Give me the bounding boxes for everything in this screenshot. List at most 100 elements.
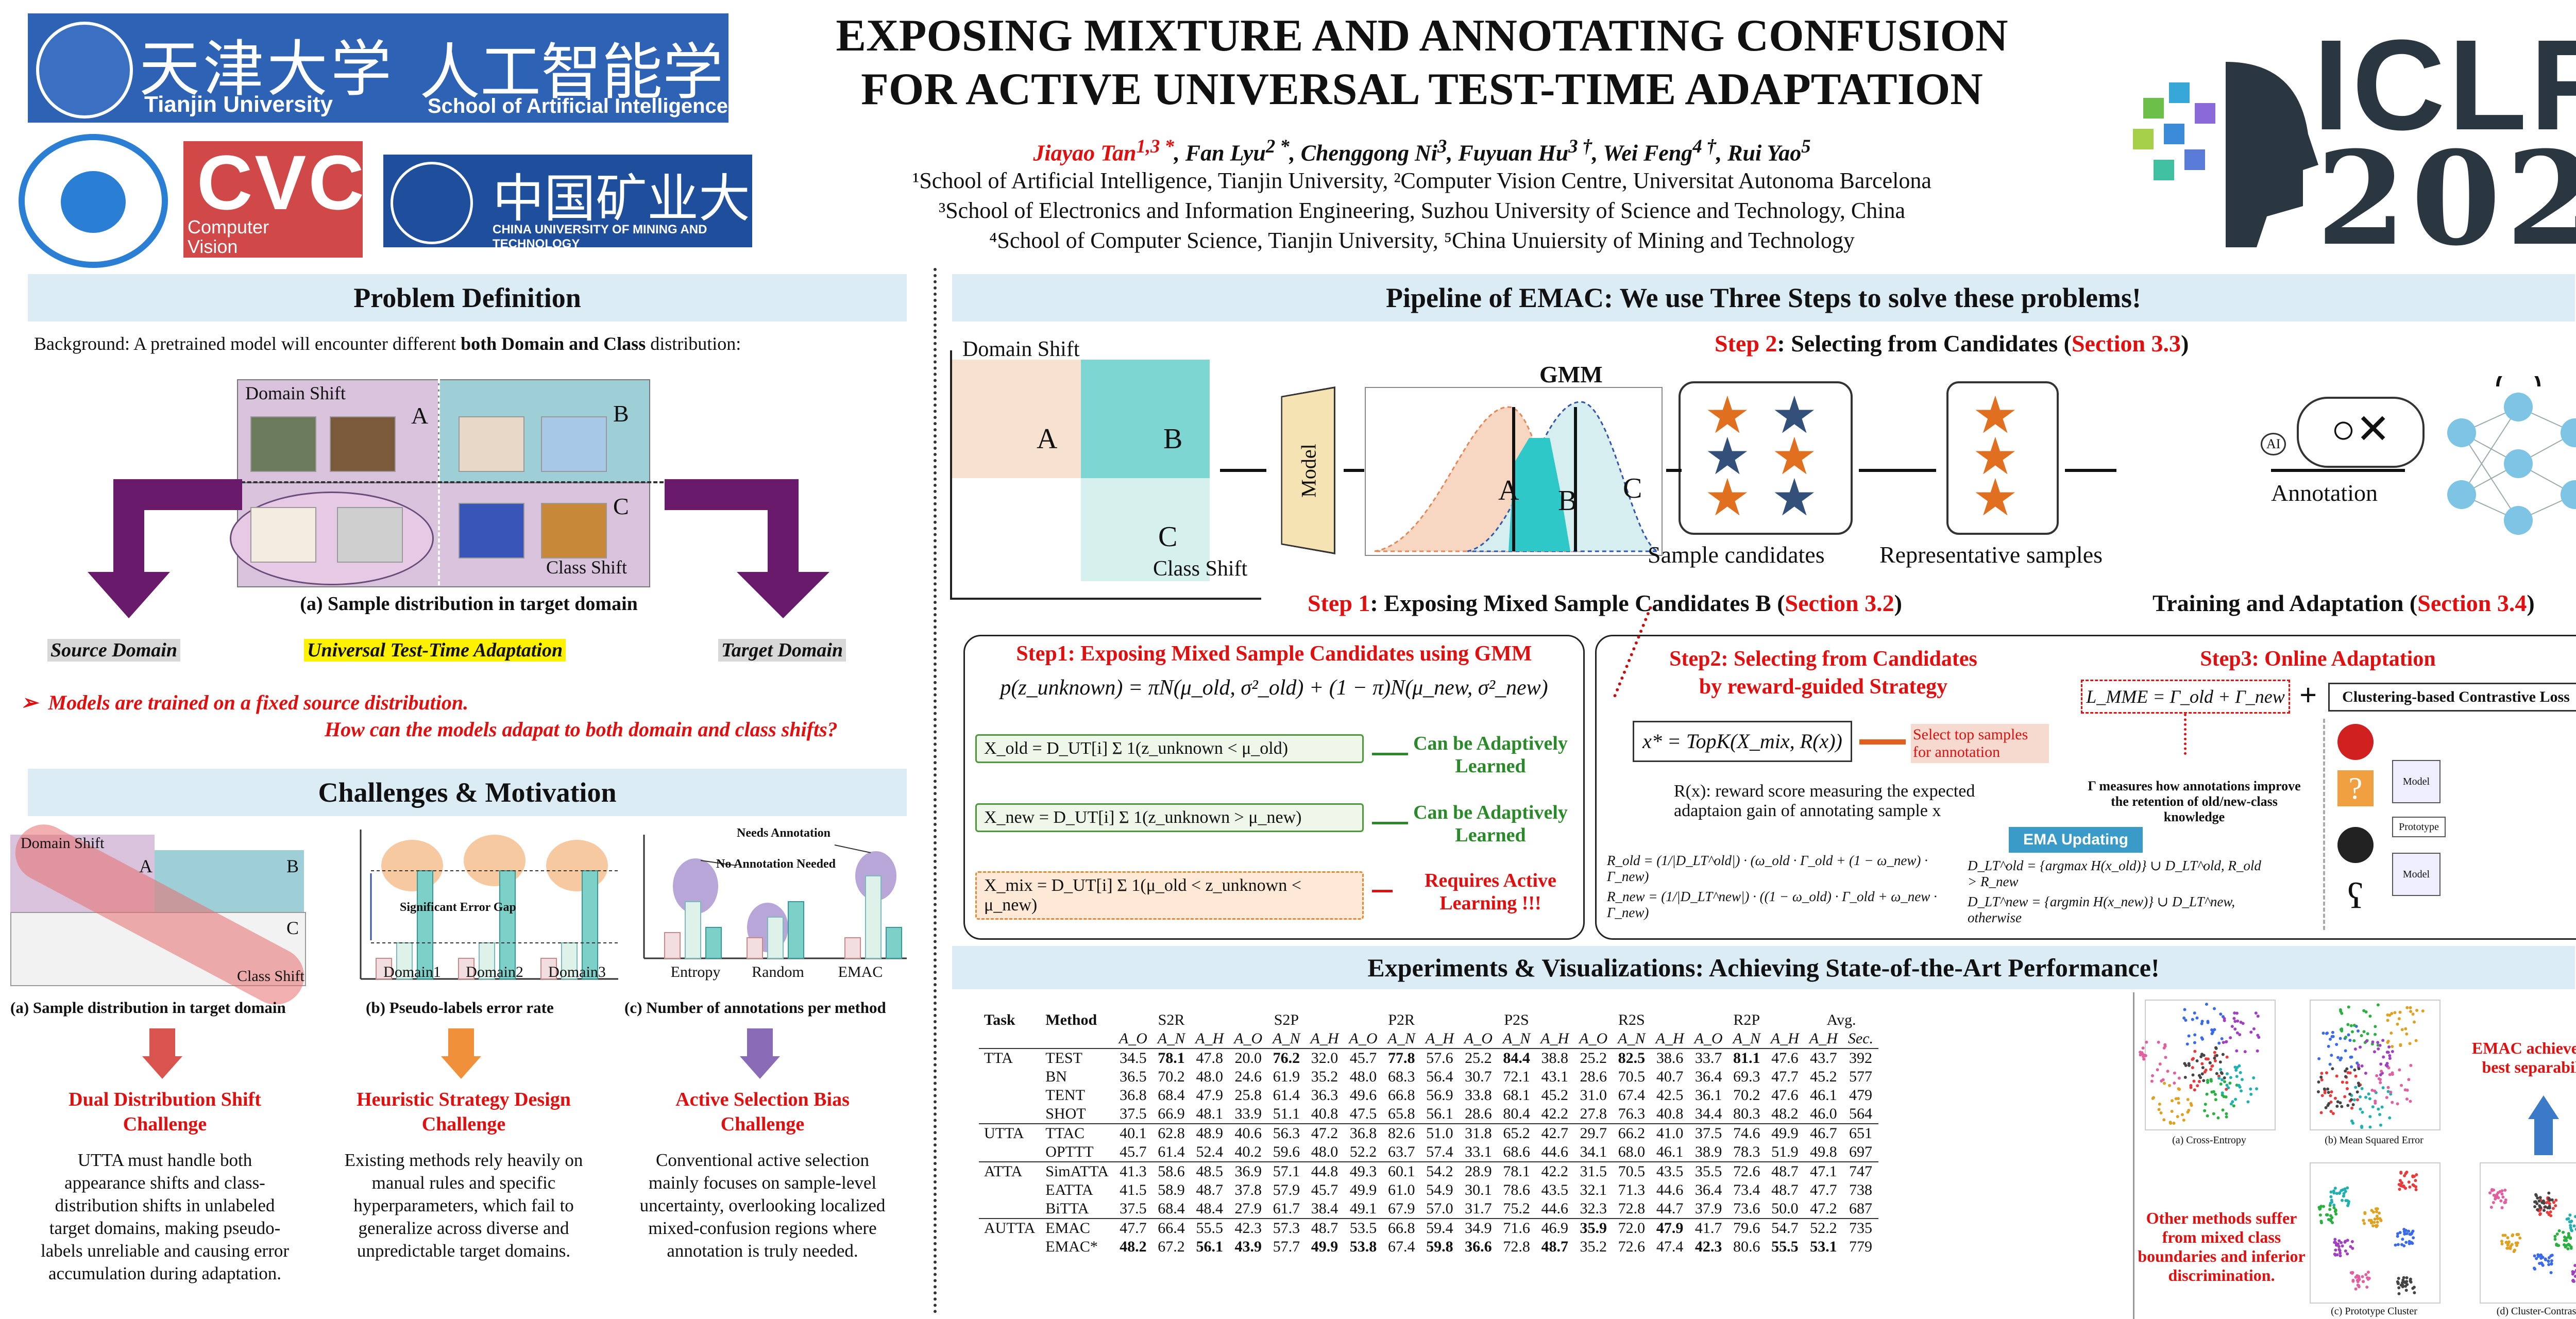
viz-point xyxy=(2193,1033,2197,1037)
viz-point xyxy=(2337,1245,2341,1248)
viz-point xyxy=(2151,1096,2155,1100)
viz-point xyxy=(2548,1205,2551,1208)
viz-point xyxy=(2550,1198,2554,1202)
table-cell: 42.2 xyxy=(1541,1105,1568,1122)
representative-stars: ★★★ xyxy=(1972,392,2019,526)
mini-label-b: B xyxy=(286,856,299,876)
viz-point xyxy=(2394,1243,2397,1247)
viz-point xyxy=(2189,1086,2193,1089)
viz-point xyxy=(2350,1098,2353,1102)
viz-point xyxy=(2336,1100,2340,1104)
viz-panel: (a) Cross-Entropy (b) Mean Squared Error… xyxy=(2133,992,2576,1319)
viz-point xyxy=(2555,1232,2559,1236)
viz-point xyxy=(2318,1207,2322,1210)
challenge-fig-a: Domain Shift Class Shift A B C xyxy=(5,814,314,1015)
viz-point xyxy=(2232,1104,2235,1108)
viz-point xyxy=(2347,1033,2350,1037)
viz-point xyxy=(2547,1260,2550,1263)
table-cell: 82.5 xyxy=(1613,1048,1651,1068)
annotation-bubble-icon: ○✕ xyxy=(2297,397,2425,468)
viz-point xyxy=(2379,1081,2382,1085)
table-cell: 49.6 xyxy=(1349,1087,1377,1104)
author-name: Wei Feng xyxy=(1603,140,1693,166)
tju-name-en: Tianjin University xyxy=(144,92,333,117)
viz-point xyxy=(2409,1010,2413,1013)
training-section: Section 3.4 xyxy=(2417,590,2527,616)
table-cell: 84.4 xyxy=(1497,1048,1536,1068)
table-cell: 38.6 xyxy=(1650,1048,1689,1068)
table-cell: 38.8 xyxy=(1535,1048,1574,1068)
table-cell: 66.2 xyxy=(1613,1123,1651,1143)
viz-point xyxy=(2187,1062,2191,1066)
table-cell-method: OPTTT xyxy=(1045,1143,1094,1160)
viz-point xyxy=(2397,1292,2401,1295)
viz-point xyxy=(2375,1225,2378,1228)
gmm-a: A xyxy=(1498,475,1519,506)
viz-point xyxy=(2240,1078,2244,1081)
viz-point xyxy=(2182,1016,2186,1020)
viz-point xyxy=(2378,1211,2381,1215)
table-cell: 35.2 xyxy=(1580,1238,1607,1255)
viz-point xyxy=(2401,1278,2405,1282)
fig-domain-shift: Domain Shift xyxy=(245,383,346,403)
viz-point xyxy=(2200,1022,2204,1025)
table-cell-task xyxy=(979,1181,1040,1199)
background-prefix: Background: A pretrained model will enco… xyxy=(34,333,461,354)
apple-red-icon xyxy=(2337,724,2374,760)
table-cell: 687 xyxy=(1849,1200,1872,1217)
viz-point xyxy=(2200,1062,2204,1066)
viz-point xyxy=(2364,1010,2368,1014)
svg-text:★: ★ xyxy=(1704,428,1751,485)
table-cell: 44.6 xyxy=(1541,1143,1568,1160)
viz-point xyxy=(2368,1014,2372,1018)
table-cell: 70.2 xyxy=(1733,1087,1760,1104)
viz-point xyxy=(2547,1197,2551,1200)
viz-point xyxy=(2386,1090,2390,1093)
viz-point xyxy=(2345,1067,2349,1071)
challenge-arrow-icon xyxy=(747,1028,773,1057)
pipe-label-a: A xyxy=(1037,423,1058,455)
viz-point xyxy=(2329,1094,2332,1097)
table-cell: 697 xyxy=(1849,1143,1872,1160)
viz-point xyxy=(2374,1207,2378,1211)
viz-point xyxy=(2205,1092,2209,1096)
viz-point xyxy=(2187,1034,2191,1038)
viz-point xyxy=(2338,1249,2342,1253)
author-name: Chenggong Ni xyxy=(1300,140,1437,166)
viz-point xyxy=(2320,1094,2324,1097)
viz-point xyxy=(2338,1008,2342,1011)
table-cell: 30.1 xyxy=(1465,1181,1492,1198)
table-cell: 40.7 xyxy=(1656,1068,1684,1085)
viz-point xyxy=(2548,1202,2551,1206)
table-cell: 36.4 xyxy=(1694,1181,1722,1198)
viz-point xyxy=(2334,1248,2337,1252)
s1-title: Step1: Exposing Mixed Sample Candidates … xyxy=(1016,642,1532,666)
viz-point xyxy=(2538,1196,2542,1199)
viz-point xyxy=(2185,1042,2189,1046)
viz-point xyxy=(2350,1272,2354,1275)
viz-point xyxy=(2371,1040,2375,1044)
viz-point xyxy=(2397,1182,2401,1186)
table-cell: 47.7 xyxy=(1113,1218,1153,1238)
table-cell: 72.6 xyxy=(1727,1161,1766,1181)
viz-point xyxy=(2218,1060,2222,1064)
table-cell: 44.6 xyxy=(1541,1200,1568,1217)
viz-point xyxy=(2223,1076,2226,1080)
gmm-plot xyxy=(1365,387,1663,556)
challenge-text: Conventional active selection mainly foc… xyxy=(639,1150,886,1261)
challenge-title: Dual Distribution Shift Challenge xyxy=(69,1089,261,1135)
table-cell: 31.7 xyxy=(1465,1200,1492,1217)
table-cell: 41.7 xyxy=(1689,1218,1728,1238)
viz-point xyxy=(2404,1027,2408,1030)
viz-point xyxy=(2343,1095,2347,1098)
viz-point xyxy=(2381,1086,2385,1090)
table-cell: 34.4 xyxy=(1694,1105,1722,1122)
question-line-2: How can the models adapat to both domain… xyxy=(325,718,838,741)
viz-point xyxy=(2404,1241,2408,1244)
table-cell: 48.5 xyxy=(1190,1161,1229,1181)
viz-point xyxy=(2329,1190,2333,1194)
viz-point xyxy=(2358,1278,2361,1281)
tju-name-cn: 天津大学 xyxy=(139,33,395,105)
viz-point xyxy=(2352,1039,2356,1042)
poster-title: EXPOSING MIXTURE AND ANNOTATING CONFUSIO… xyxy=(752,9,2092,116)
